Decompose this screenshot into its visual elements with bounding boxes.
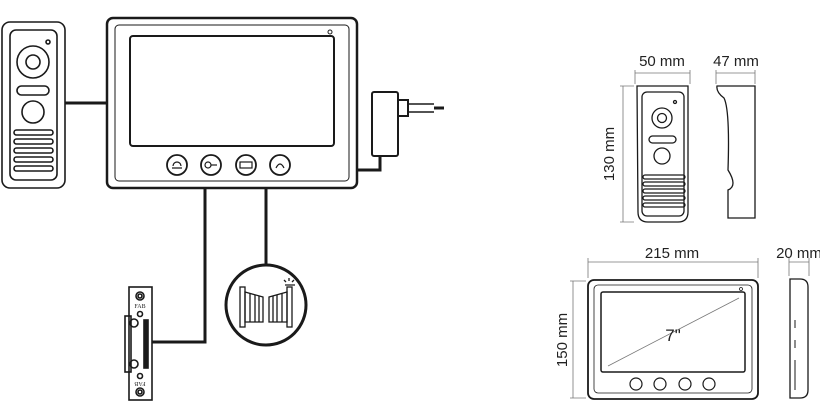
camera-icon [16,45,50,79]
door-station-depth-label: 47 mm [713,53,759,70]
monitor-front-view: 215 mm 150 mm 7" [554,245,759,400]
talk-button-icon [166,154,188,176]
hangup-button-icon [269,154,291,176]
screen-diagonal-label: 7" [665,326,681,345]
gate-icon [224,263,308,347]
gate-button-icon [235,154,257,176]
monitor-screen [129,35,335,147]
door-station-side-view: 47 mm [713,53,759,219]
wire-power [357,156,382,172]
electric-strike-icon: FAB FAB [124,286,153,401]
monitor-height-label: 150 mm [554,313,571,367]
width-dimension-line [634,70,691,84]
wires [65,101,382,344]
unlock-button-icon [200,154,222,176]
monitor [105,16,359,190]
height-dimension-line [620,85,634,223]
call-button-icon [21,100,45,124]
door-station-front-view: 50 mm 130 mm [601,53,691,223]
wire-lock [150,188,207,344]
strike-logo-inverted: FAB [134,380,145,386]
monitor-width-label: 215 mm [645,245,699,262]
monitor-depth-label: 20 mm [776,245,820,262]
door-station-width-label: 50 mm [639,53,685,70]
door-station [1,21,66,189]
ir-leds [16,85,50,96]
strike-logo: FAB [134,304,145,310]
door-station-height-label: 130 mm [601,127,618,181]
power-adapter-icon [371,91,444,157]
monitor-side-view: 20 mm [776,245,820,399]
